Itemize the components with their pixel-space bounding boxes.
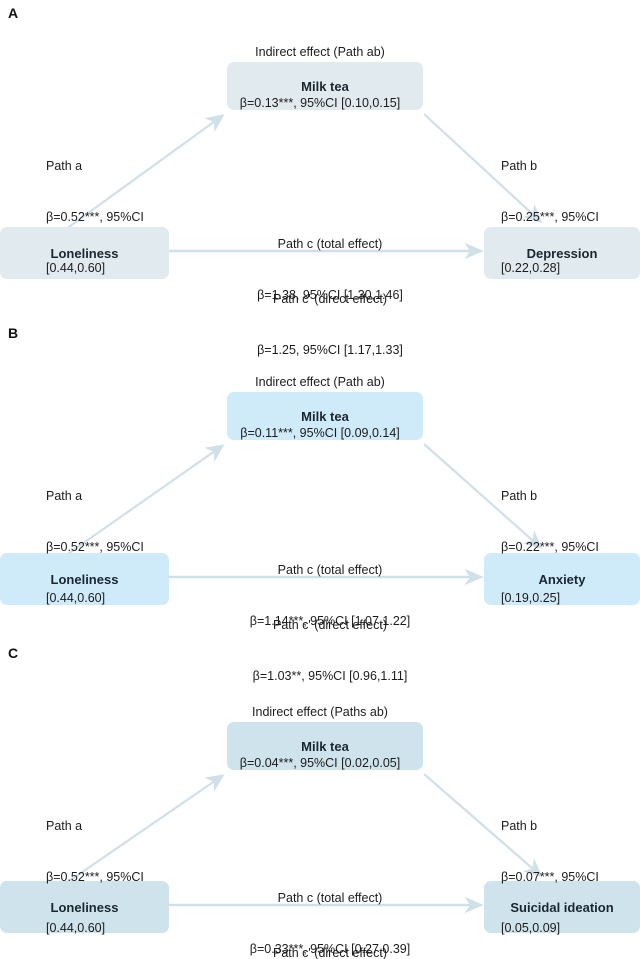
label-indirect-effect-c-line2: β=0.04***, 95%CI [0.02,0.05] [239, 756, 401, 770]
panel-c: C Milk tea Loneliness Suicidal ideation [0, 640, 640, 959]
label-path-b-b-line1: Path b [501, 489, 538, 503]
label-path-c-c-line1: Path c (total effect) [277, 891, 383, 905]
label-indirect-effect-b-line2: β=0.11***, 95%CI [0.09,0.14] [240, 426, 400, 440]
label-path-c-b-line1: Path c (total effect) [277, 563, 383, 577]
label-path-c-b-line2: β=1.14***, 95%CI [1.07,1.22] [249, 614, 411, 628]
label-indirect-effect-a-line1: Indirect effect (Path ab) [255, 45, 385, 59]
label-path-a-c-line1: Path a [46, 819, 83, 833]
label-path-a-b: Path a β=0.52***, 95%CI [0.44,0.60] [46, 454, 144, 641]
label-path-a-b-line3: [0.44,0.60] [46, 591, 106, 605]
label-indirect-effect-c: Indirect effect (Paths ab) β=0.04***, 95… [0, 670, 640, 806]
label-path-c-a: Path c (total effect) β=1.38, 95%CI [1.3… [170, 202, 490, 338]
label-path-b-a-line3: [0.22,0.28] [501, 261, 561, 275]
label-path-a-b-line2: β=0.52***, 95%CI [46, 540, 144, 554]
label-path-b-b-line2: β=0.22***, 95%CI [501, 540, 599, 554]
label-path-a-a-line2: β=0.52***, 95%CI [46, 210, 144, 224]
label-path-cprime-c: Path c' (direct effect) β=0.29***, 95%CI… [170, 911, 490, 959]
node-outcome-c-label: Suicidal ideation [510, 899, 614, 915]
label-path-a-a-line1: Path a [46, 159, 83, 173]
node-outcome-b-label: Anxiety [538, 571, 586, 587]
label-path-a-c: Path a β=0.52***, 95%CI [0.44,0.60] [46, 784, 144, 959]
label-path-cprime-a: Path c' (direct effect) β=1.25, 95%CI [1… [170, 257, 490, 393]
label-path-b-b-line3: [0.19,0.25] [501, 591, 561, 605]
label-indirect-effect-a-line2: β=0.13***, 95%CI [0.10,0.15] [239, 96, 401, 110]
panel-b-arrows [61, 443, 543, 586]
label-path-cprime-b-line2: β=1.03**, 95%CI [0.96,1.11] [252, 669, 408, 683]
node-outcome-a: Depression [484, 227, 640, 279]
node-mediator-a: Milk tea [227, 62, 423, 110]
node-source-c-label: Loneliness [50, 899, 119, 915]
node-outcome-b: Anxiety [484, 553, 640, 605]
label-path-b-b: Path b β=0.22***, 95%CI [0.19,0.25] [501, 454, 599, 641]
node-outcome-a-label: Depression [526, 245, 598, 261]
label-path-cprime-b-line1: Path c' (direct effect) [272, 618, 387, 632]
label-path-a-c-line3: [0.44,0.60] [46, 921, 106, 935]
label-path-c-a-line2: β=1.38, 95%CI [1.30,1.46] [257, 288, 403, 302]
node-outcome-c: Suicidal ideation [484, 881, 640, 933]
node-source-b: Loneliness [0, 553, 169, 605]
label-path-cprime-a-line2: β=1.25, 95%CI [1.17,1.33] [257, 343, 403, 357]
label-path-cprime-c-line1: Path c' (direct effect) [272, 946, 387, 959]
label-path-b-c: Path b β=0.07***, 95%CI [0.05,0.09] [501, 784, 599, 959]
label-indirect-effect-b-line1: Indirect effect (Path ab) [255, 375, 385, 389]
node-source-c: Loneliness [0, 881, 169, 933]
label-indirect-effect-a: Indirect effect (Path ab) β=0.13***, 95%… [0, 10, 640, 146]
node-mediator-b: Milk tea [227, 392, 423, 440]
panel-a: A Milk tea Loneliness Depression In [0, 0, 640, 357]
panel-a-arrows [61, 113, 543, 260]
label-path-b-a: Path b β=0.25***, 95%CI [0.22,0.28] [501, 124, 599, 311]
label-path-c-c-line2: β=0.33***, 95%CI [0.27,0.39] [249, 942, 411, 956]
label-path-b-c-line2: β=0.07***, 95%CI [501, 870, 599, 884]
label-path-a-b-line1: Path a [46, 489, 83, 503]
label-path-c-b: Path c (total effect) β=1.14***, 95%CI [… [170, 528, 490, 664]
panel-letter-b: B [8, 325, 19, 341]
label-path-b-a-line2: β=0.25***, 95%CI [501, 210, 599, 224]
label-path-a-a: Path a β=0.52***, 95%CI [0.44,0.60] [46, 124, 144, 311]
panel-letter-c: C [8, 645, 19, 661]
label-path-a-a-line3: [0.44,0.60] [46, 261, 106, 275]
node-source-a: Loneliness [0, 227, 169, 279]
label-path-c-c: Path c (total effect) β=0.33***, 95%CI [… [170, 856, 490, 959]
node-source-b-label: Loneliness [50, 571, 119, 587]
panel-c-arrows [61, 773, 543, 914]
node-mediator-a-label: Milk tea [301, 78, 349, 94]
label-indirect-effect-c-line1: Indirect effect (Paths ab) [252, 705, 388, 719]
node-mediator-c-label: Milk tea [301, 738, 349, 754]
label-path-b-a-line1: Path b [501, 159, 538, 173]
node-source-a-label: Loneliness [50, 245, 119, 261]
label-path-c-a-line1: Path c (total effect) [277, 237, 383, 251]
label-path-b-c-line3: [0.05,0.09] [501, 921, 561, 935]
label-path-a-c-line2: β=0.52***, 95%CI [46, 870, 144, 884]
label-path-b-c-line1: Path b [501, 819, 538, 833]
node-mediator-c: Milk tea [227, 722, 423, 770]
node-mediator-b-label: Milk tea [301, 408, 349, 424]
panel-letter-a: A [8, 5, 19, 21]
label-path-cprime-b: Path c' (direct effect) β=1.03**, 95%CI … [170, 583, 490, 719]
panel-b: B Milk tea Loneliness Anxiety Indir [0, 320, 640, 683]
label-path-cprime-a-line1: Path c' (direct effect) [272, 292, 387, 306]
label-indirect-effect-b: Indirect effect (Path ab) β=0.11***, 95%… [0, 340, 640, 476]
